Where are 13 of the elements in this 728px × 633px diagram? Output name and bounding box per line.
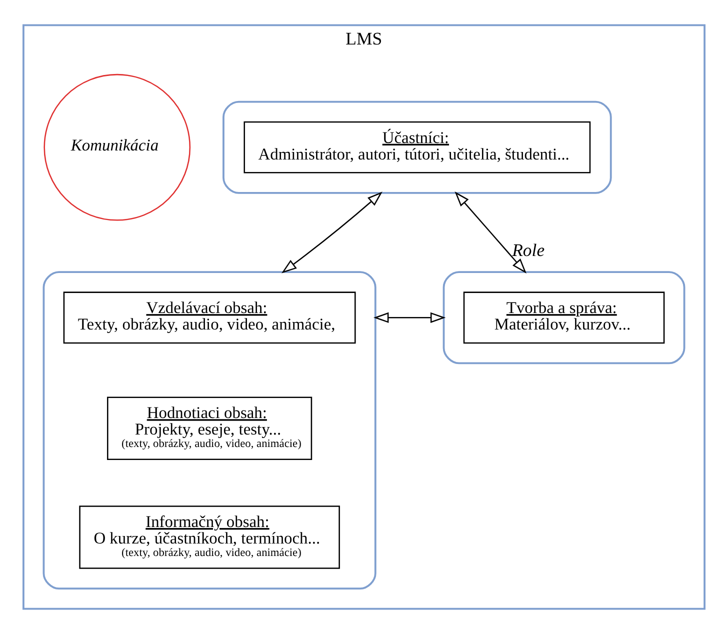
arrow: [454, 191, 526, 273]
node-box: Účastníci: Administrátor, autori, tútori, učitelia, študenti...: [244, 120, 591, 173]
cluster: [222, 100, 612, 194]
cluster: [442, 270, 686, 364]
edge-label: Role: [512, 239, 545, 260]
node-box: Informačný obsah: O kurze, účastníkoch, termínoch... (texty, obrázky, audio, video, animácie): [79, 505, 340, 568]
node-box: Hodnotiaci obsah: Projekty, eseje, testy... (texty, obrázky, audio, video, animácie): [107, 396, 312, 460]
arrow: [373, 312, 446, 322]
node-circle: Komunikácia: [44, 73, 191, 220]
node-box: Tvorba a správa: Materiálov, kurzov...: [463, 291, 665, 344]
arrow: [282, 191, 382, 273]
cluster: [42, 270, 376, 589]
node-box: Vzdelávací obsah: Texty, obrázky, audio, video, animácie,: [63, 291, 356, 344]
